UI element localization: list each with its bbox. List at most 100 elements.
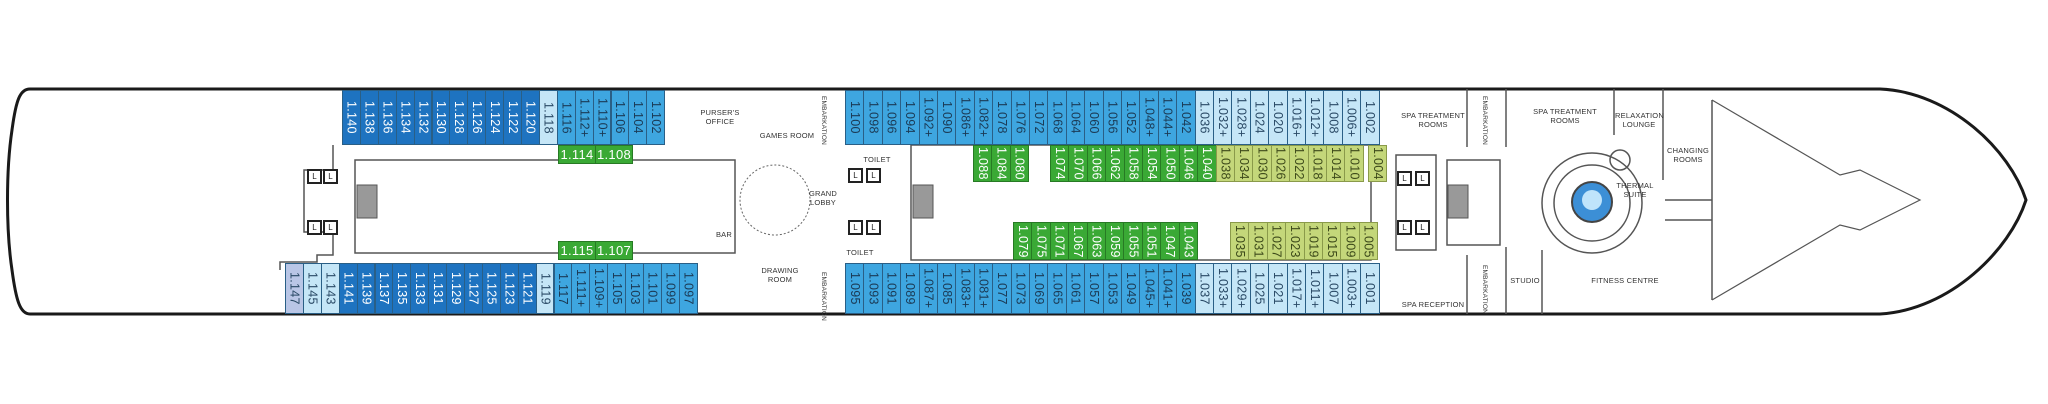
- cabin-1-049[interactable]: 1.049: [1121, 263, 1141, 314]
- cabin-1-054[interactable]: 1.054: [1142, 145, 1162, 182]
- cabin-1-131[interactable]: 1.131: [428, 263, 448, 314]
- cabin-1-093[interactable]: 1.093: [863, 263, 883, 314]
- cabin-1-012plus[interactable]: 1.012+: [1305, 90, 1325, 145]
- cabin-1-041plus[interactable]: 1.041+: [1157, 263, 1178, 314]
- cabin-1-037[interactable]: 1.037: [1194, 263, 1214, 314]
- cabin-1-003plus[interactable]: 1.003+: [1341, 263, 1362, 314]
- cabin-1-008[interactable]: 1.008: [1323, 90, 1343, 145]
- cabin-1-047[interactable]: 1.047: [1160, 222, 1180, 260]
- cabin-1-023[interactable]: 1.023: [1285, 222, 1305, 260]
- cabin-1-089[interactable]: 1.089: [900, 263, 920, 314]
- cabin-1-140[interactable]: 1.140: [342, 90, 361, 145]
- cabin-1-064[interactable]: 1.064: [1065, 90, 1086, 145]
- cabin-1-111plus[interactable]: 1.111+: [571, 263, 591, 314]
- cabin-1-048plus[interactable]: 1.048+: [1139, 90, 1159, 145]
- cabin-1-014[interactable]: 1.014: [1326, 145, 1346, 182]
- cabin-1-033plus[interactable]: 1.033+: [1213, 263, 1233, 314]
- cabin-1-044plus[interactable]: 1.044+: [1157, 90, 1178, 145]
- cabin-1-129[interactable]: 1.129: [446, 263, 465, 314]
- cabin-1-107[interactable]: 1.107: [595, 241, 633, 260]
- cabin-1-020[interactable]: 1.020: [1268, 90, 1288, 145]
- cabin-1-021[interactable]: 1.021: [1268, 263, 1288, 314]
- cabin-1-046[interactable]: 1.046: [1178, 145, 1199, 182]
- cabin-1-018[interactable]: 1.018: [1307, 145, 1327, 182]
- cabin-1-147[interactable]: 1.147: [285, 263, 304, 314]
- cabin-1-011plus[interactable]: 1.011+: [1305, 263, 1325, 314]
- cabin-1-071[interactable]: 1.071: [1049, 222, 1070, 260]
- cabin-1-085[interactable]: 1.085: [937, 263, 957, 314]
- cabin-1-119[interactable]: 1.119: [535, 263, 555, 314]
- cabin-1-042[interactable]: 1.042: [1176, 90, 1196, 145]
- cabin-1-053[interactable]: 1.053: [1102, 263, 1122, 314]
- cabin-1-068[interactable]: 1.068: [1047, 90, 1067, 145]
- cabin-1-006plus[interactable]: 1.006+: [1341, 90, 1362, 145]
- cabin-1-045plus[interactable]: 1.045+: [1139, 263, 1159, 314]
- cabin-1-124[interactable]: 1.124: [485, 90, 505, 145]
- cabin-1-092plus[interactable]: 1.092+: [918, 90, 938, 145]
- cabin-1-066[interactable]: 1.066: [1086, 145, 1107, 182]
- cabin-1-079[interactable]: 1.079: [1013, 222, 1033, 260]
- cabin-1-069[interactable]: 1.069: [1029, 263, 1049, 314]
- cabin-1-072[interactable]: 1.072: [1029, 90, 1049, 145]
- cabin-1-032plus[interactable]: 1.032+: [1213, 90, 1233, 145]
- cabin-1-108[interactable]: 1.108: [595, 145, 633, 164]
- cabin-1-101[interactable]: 1.101: [643, 263, 662, 314]
- cabin-1-057[interactable]: 1.057: [1084, 263, 1104, 314]
- cabin-1-004[interactable]: 1.004: [1368, 145, 1388, 182]
- cabin-1-121[interactable]: 1.121: [517, 263, 537, 314]
- cabin-1-038[interactable]: 1.038: [1215, 145, 1235, 182]
- cabin-1-137[interactable]: 1.137: [374, 263, 394, 314]
- cabin-1-030[interactable]: 1.030: [1252, 145, 1272, 182]
- cabin-1-102[interactable]: 1.102: [646, 90, 666, 145]
- cabin-1-016plus[interactable]: 1.016+: [1286, 90, 1306, 145]
- cabin-1-116[interactable]: 1.116: [556, 90, 576, 145]
- cabin-1-050[interactable]: 1.050: [1160, 145, 1180, 182]
- cabin-1-139[interactable]: 1.139: [356, 263, 376, 314]
- cabin-1-028plus[interactable]: 1.028+: [1231, 90, 1251, 145]
- cabin-1-065[interactable]: 1.065: [1047, 263, 1067, 314]
- cabin-1-074[interactable]: 1.074: [1050, 145, 1070, 182]
- cabin-1-001[interactable]: 1.001: [1360, 263, 1380, 314]
- cabin-1-117[interactable]: 1.117: [553, 263, 573, 314]
- cabin-1-080[interactable]: 1.080: [1009, 145, 1030, 182]
- cabin-1-145[interactable]: 1.145: [302, 263, 322, 314]
- cabin-1-084[interactable]: 1.084: [991, 145, 1011, 182]
- cabin-1-039[interactable]: 1.039: [1176, 263, 1196, 314]
- cabin-1-061[interactable]: 1.061: [1065, 263, 1086, 314]
- cabin-1-082plus[interactable]: 1.082+: [973, 90, 994, 145]
- cabin-1-096[interactable]: 1.096: [881, 90, 902, 145]
- cabin-1-133[interactable]: 1.133: [410, 263, 430, 314]
- cabin-1-002[interactable]: 1.002: [1360, 90, 1380, 145]
- cabin-1-086plus[interactable]: 1.086+: [955, 90, 975, 145]
- cabin-1-094[interactable]: 1.094: [900, 90, 920, 145]
- cabin-1-051[interactable]: 1.051: [1141, 222, 1162, 260]
- cabin-1-123[interactable]: 1.123: [499, 263, 519, 314]
- cabin-1-128[interactable]: 1.128: [449, 90, 469, 145]
- cabin-1-097[interactable]: 1.097: [678, 263, 698, 314]
- cabin-1-104[interactable]: 1.104: [628, 90, 648, 145]
- cabin-1-143[interactable]: 1.143: [320, 263, 340, 314]
- cabin-1-029plus[interactable]: 1.029+: [1231, 263, 1251, 314]
- cabin-1-100[interactable]: 1.100: [845, 90, 865, 145]
- cabin-1-007[interactable]: 1.007: [1323, 263, 1343, 314]
- cabin-1-010[interactable]: 1.010: [1344, 145, 1364, 182]
- cabin-1-015[interactable]: 1.015: [1322, 222, 1342, 260]
- cabin-1-022[interactable]: 1.022: [1289, 145, 1309, 182]
- cabin-1-091[interactable]: 1.091: [881, 263, 902, 314]
- cabin-1-098[interactable]: 1.098: [863, 90, 883, 145]
- cabin-1-135[interactable]: 1.135: [392, 263, 412, 314]
- cabin-1-026[interactable]: 1.026: [1270, 145, 1291, 182]
- cabin-1-031[interactable]: 1.031: [1248, 222, 1268, 260]
- cabin-1-070[interactable]: 1.070: [1068, 145, 1088, 182]
- cabin-1-035[interactable]: 1.035: [1230, 222, 1250, 260]
- cabin-1-090[interactable]: 1.090: [937, 90, 957, 145]
- cabin-1-110plus[interactable]: 1.110+: [592, 90, 612, 145]
- cabin-1-103[interactable]: 1.103: [625, 263, 644, 314]
- cabin-1-043[interactable]: 1.043: [1178, 222, 1198, 260]
- cabin-1-063[interactable]: 1.063: [1086, 222, 1106, 260]
- cabin-1-009[interactable]: 1.009: [1340, 222, 1360, 260]
- cabin-1-062[interactable]: 1.062: [1105, 145, 1125, 182]
- cabin-1-067[interactable]: 1.067: [1068, 222, 1088, 260]
- cabin-1-078[interactable]: 1.078: [992, 90, 1012, 145]
- cabin-1-075[interactable]: 1.075: [1031, 222, 1051, 260]
